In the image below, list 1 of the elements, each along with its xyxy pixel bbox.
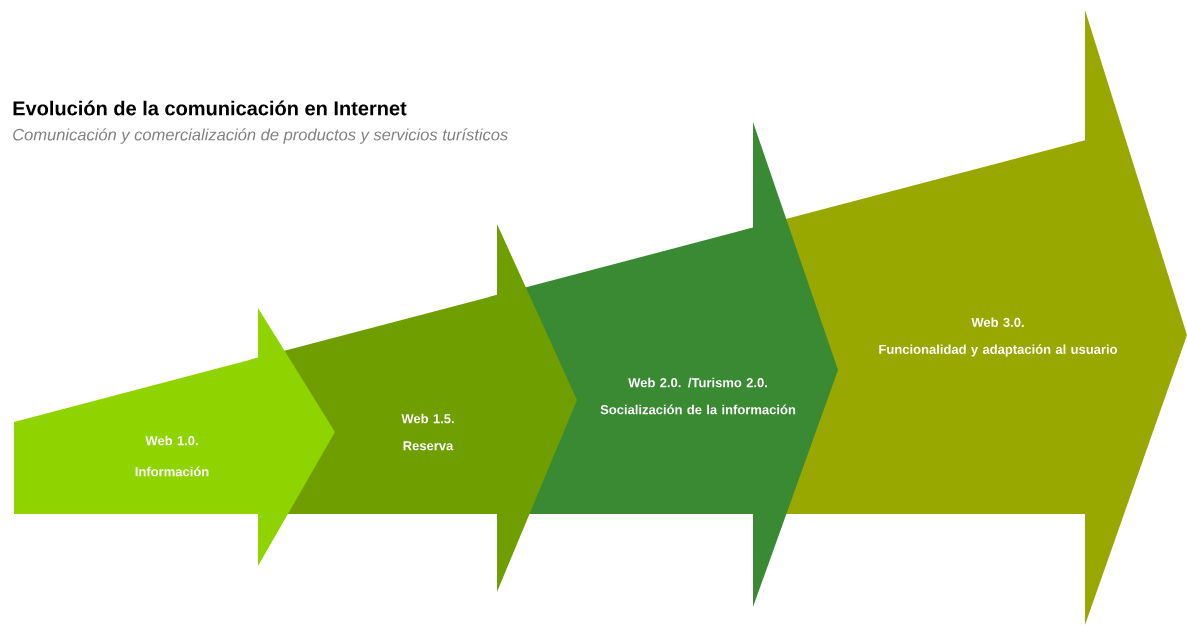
title: Evolución de la comunicación en Internet (13, 100, 407, 116)
